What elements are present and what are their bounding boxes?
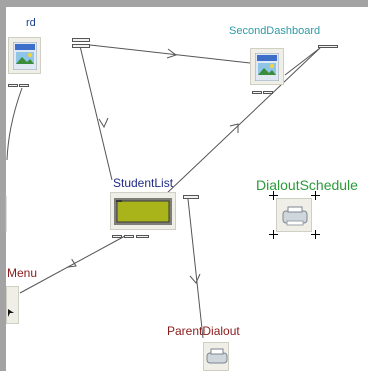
link-studentlist-to-menu[interactable] <box>19 235 126 294</box>
form-icon <box>12 41 38 75</box>
node-dialoutschedule[interactable] <box>276 198 312 232</box>
port[interactable] <box>252 91 262 94</box>
printer-icon <box>280 204 310 233</box>
port[interactable] <box>72 44 90 48</box>
link-seconddashboard-vertical <box>284 47 321 76</box>
node-studentlist[interactable] <box>110 192 176 230</box>
list-screen-icon <box>114 198 172 230</box>
port[interactable] <box>112 235 122 238</box>
node-label-menu[interactable]: Menu <box>7 266 38 280</box>
node-rd[interactable] <box>8 37 41 74</box>
port[interactable] <box>183 195 199 199</box>
form-icon <box>254 52 280 86</box>
link-studentlist-to-parentdialout[interactable] <box>187 198 204 339</box>
link-arrow <box>67 258 77 268</box>
port[interactable] <box>136 235 149 238</box>
port[interactable] <box>124 235 134 238</box>
link-seconddashboard-to-studentlist[interactable] <box>164 47 321 196</box>
resize-handle-top-left[interactable] <box>269 191 278 200</box>
node-parentdialout[interactable] <box>203 342 229 371</box>
port[interactable] <box>19 84 29 87</box>
resize-handle-bottom-left[interactable] <box>269 230 278 239</box>
node-label-studentlist[interactable]: StudentList <box>113 176 174 190</box>
port[interactable] <box>318 45 338 48</box>
link-arrow <box>166 48 178 59</box>
menu-icon <box>8 304 16 322</box>
link-rd-to-studentlist[interactable] <box>79 45 113 181</box>
resize-handle-top-right[interactable] <box>311 191 320 200</box>
port[interactable] <box>72 38 90 42</box>
printer-icon <box>205 346 229 373</box>
node-seconddashboard[interactable] <box>250 48 284 85</box>
node-label-dialoutschedule[interactable]: DialoutSchedule <box>256 177 358 193</box>
link-arrow <box>229 123 239 133</box>
resize-handle-bottom-right[interactable] <box>311 230 320 239</box>
port[interactable] <box>8 84 18 87</box>
node-label-rd[interactable]: rd <box>26 17 36 29</box>
port[interactable] <box>263 91 273 94</box>
node-menu[interactable] <box>6 286 19 324</box>
node-label-seconddashboard[interactable]: SecondDashboard <box>229 25 321 37</box>
link-arrow <box>189 273 201 284</box>
link-rd-to-seconddashboard[interactable] <box>89 44 251 64</box>
link-arrow <box>98 117 109 129</box>
link-rd-left-curve[interactable] <box>6 87 23 161</box>
node-label-parentdialout[interactable]: ParentDialout <box>167 324 240 338</box>
